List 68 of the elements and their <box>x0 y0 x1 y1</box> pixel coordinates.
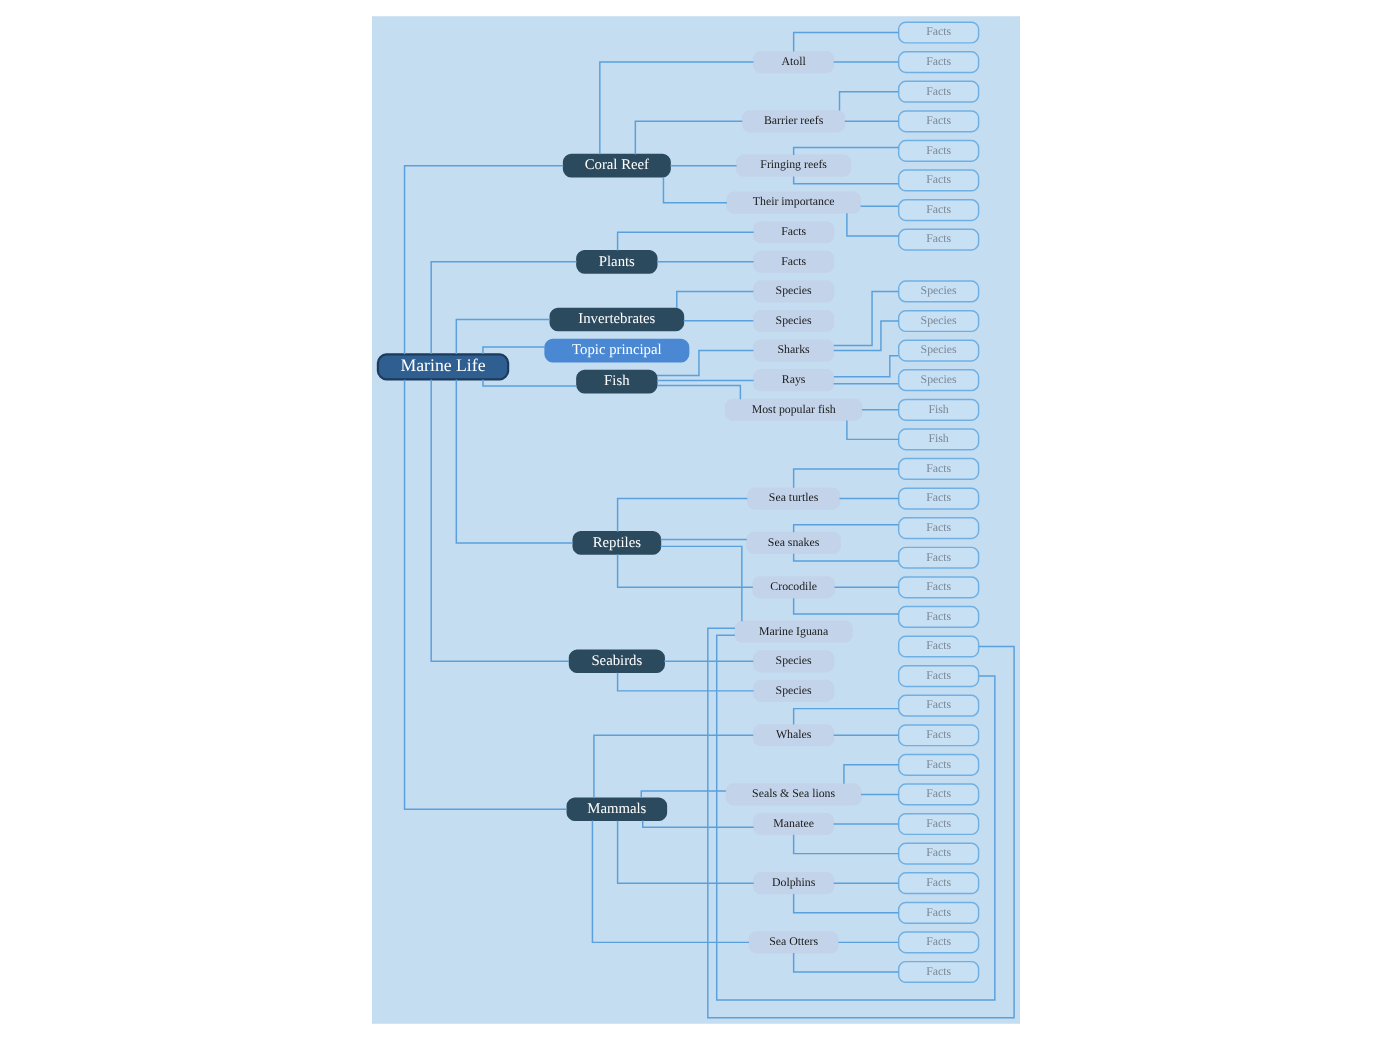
connector <box>792 833 900 855</box>
connector <box>860 793 900 796</box>
connector <box>455 378 574 544</box>
connector <box>832 61 899 63</box>
node-box: Topic principal <box>544 338 690 363</box>
connector <box>616 820 755 884</box>
connector <box>861 409 900 411</box>
connector <box>792 952 900 973</box>
connector <box>859 205 900 208</box>
connector <box>838 90 900 112</box>
connector <box>403 378 568 810</box>
connector <box>832 823 899 825</box>
connector <box>832 382 899 385</box>
connector <box>659 538 748 541</box>
connector <box>616 231 755 252</box>
connector <box>843 764 900 785</box>
connector <box>669 164 738 167</box>
connector <box>616 497 749 533</box>
node-box: Reptiles <box>572 531 662 555</box>
connector <box>838 497 900 500</box>
connector <box>832 320 900 352</box>
connector <box>640 790 727 799</box>
connector <box>844 120 900 123</box>
connector <box>832 882 899 884</box>
node-box: Invertebrates <box>549 307 685 332</box>
connector <box>792 707 900 726</box>
connector <box>792 31 900 53</box>
connector <box>833 290 900 347</box>
connector <box>792 597 900 615</box>
connector <box>846 419 900 441</box>
connector <box>403 164 564 356</box>
connector <box>837 941 900 944</box>
connector <box>599 61 755 155</box>
connector <box>662 176 728 204</box>
connector <box>676 290 755 309</box>
connector <box>482 346 546 355</box>
connector <box>659 545 743 622</box>
connector <box>792 524 900 533</box>
node-box: Fish <box>576 369 658 394</box>
connector <box>656 384 742 401</box>
node-box: Plants <box>576 250 658 274</box>
connector <box>616 553 754 589</box>
node-box: Coral Reef <box>562 153 671 178</box>
connector <box>656 349 755 377</box>
connector <box>833 355 900 378</box>
connector <box>792 468 900 489</box>
connector <box>846 212 900 237</box>
connector <box>642 819 755 829</box>
connector <box>430 261 578 355</box>
connector <box>682 319 755 322</box>
connector <box>833 586 900 589</box>
connector <box>792 175 900 185</box>
connector <box>455 318 551 355</box>
connector <box>482 378 578 387</box>
connector <box>792 552 900 562</box>
connector <box>593 734 754 799</box>
connector <box>430 378 570 663</box>
connector <box>792 146 900 156</box>
connector <box>634 120 743 156</box>
node-box: Seabirds <box>568 649 665 674</box>
node-box: Marine Life <box>376 353 510 381</box>
connector <box>656 261 755 263</box>
connector <box>591 819 750 944</box>
connector <box>832 734 899 736</box>
connector <box>792 893 900 914</box>
connector <box>663 660 755 663</box>
connector <box>656 379 755 382</box>
node-box: Mammals <box>566 797 668 822</box>
